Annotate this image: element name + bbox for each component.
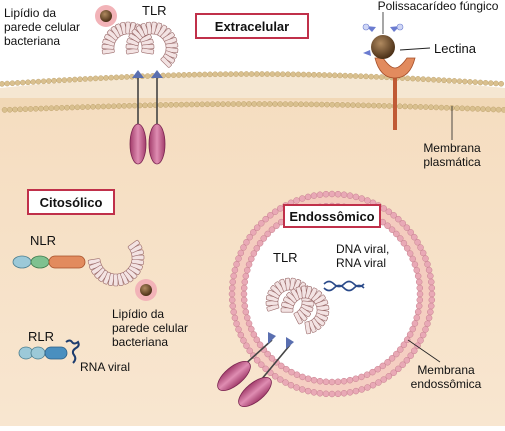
lipid-label-top-1: Lipídio da <box>4 6 56 20</box>
tlr-top-label: TLR <box>142 3 167 18</box>
rna-viral-label: RNA viral <box>80 360 130 374</box>
rlr-label: RLR <box>28 329 54 344</box>
endossomico-label: Endossômico <box>289 209 374 224</box>
extracelular-box: Extracelular <box>195 13 309 39</box>
tlr-endo-label: TLR <box>273 250 298 265</box>
rlr-receptor <box>18 339 80 364</box>
viral-dna-strand <box>323 280 365 292</box>
citosolico-box: Citosólico <box>27 189 115 215</box>
plasma-membrane-label-2: plasmática <box>423 155 481 169</box>
endosomal-membrane-label-1: Membrana <box>417 363 475 377</box>
plasma-membrane <box>0 71 505 113</box>
lipid-label-top-2: parede celular <box>4 20 80 34</box>
fungal-polysaccharide <box>362 23 404 59</box>
plasma-membrane-label-1: Membrana <box>423 141 481 155</box>
endosome <box>228 190 436 398</box>
citosolico-label: Citosólico <box>40 195 103 210</box>
tlr-endo-receptor <box>217 277 330 407</box>
extracelular-label: Extracelular <box>215 19 289 34</box>
lipid-label-cyto-3: bacteriana <box>112 335 168 349</box>
bacterial-lipid-top <box>95 5 117 27</box>
endossomico-box: Endossômico <box>283 204 381 228</box>
lectin-label: Lectina <box>434 41 477 56</box>
lectin-receptor <box>374 47 431 130</box>
nlr-label: NLR <box>30 233 56 248</box>
bacterial-lipid-cyto <box>135 279 157 301</box>
dna-rna-label-2: RNA viral <box>336 256 386 270</box>
polysaccharide-label: Polissacarídeo fúngico <box>378 0 499 13</box>
dna-rna-label-1: DNA viral, <box>336 242 389 256</box>
lipid-label-top-3: bacteriana <box>4 34 60 48</box>
nlr-receptor <box>12 239 145 287</box>
lipid-label-cyto-1: Lipídio da <box>112 307 164 321</box>
lipid-label-cyto-2: parede celular <box>112 321 188 335</box>
tlr-top-receptor <box>101 21 179 165</box>
endosomal-membrane-label-2: endossômica <box>411 377 482 391</box>
